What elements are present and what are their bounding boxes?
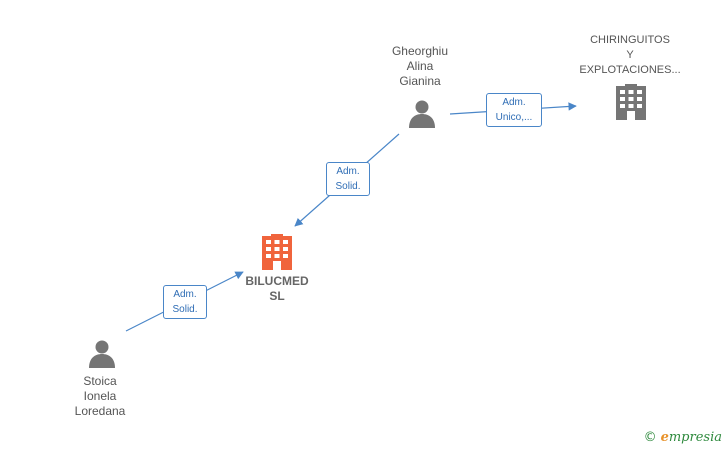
watermark-initial: e [660, 430, 669, 445]
watermark-text: mpresia [668, 430, 722, 445]
name-line: Alina [406, 59, 434, 73]
edge-label-top-to-main[interactable]: Adm. Solid. [326, 162, 370, 196]
building-icon[interactable] [616, 84, 646, 120]
company-name-bilucmed[interactable]: BILUCMED SL [232, 274, 322, 304]
name-line: Gheorghiu [391, 44, 449, 58]
copyright-icon: © [643, 430, 657, 445]
person-icon[interactable] [89, 340, 115, 369]
empresia-watermark: ©empresia [644, 430, 722, 445]
name-line: SL [269, 289, 285, 303]
name-line: BILUCMED [245, 274, 309, 288]
name-line: Gianina [399, 74, 441, 88]
edge-label-line: Adm. [336, 166, 360, 177]
edge-label-top-to-company[interactable]: Adm. Unico,... [486, 93, 542, 127]
edge-label-line: Unico,... [495, 112, 533, 123]
edge-label-line: Adm. [173, 289, 197, 300]
person-name-stoica[interactable]: Stoica Ionela Loredana [54, 374, 146, 419]
name-line: Stoica [83, 374, 117, 388]
name-line: Loredana [74, 404, 126, 418]
name-line: EXPLOTACIONES... [579, 64, 681, 76]
person-name-gheorghiu[interactable]: Gheorghiu Alina Gianina [372, 44, 468, 89]
person-icon[interactable] [409, 100, 435, 129]
company-name-chiringuitos[interactable]: CHIRINGUITOS Y EXPLOTACIONES... [566, 33, 694, 78]
edge-label-line: Solid. [335, 181, 361, 192]
name-line: Ionela [83, 389, 117, 403]
building-icon[interactable] [262, 234, 292, 270]
edge-label-line: Adm. [502, 97, 526, 108]
edge-label-bottom-to-main[interactable]: Adm. Solid. [163, 285, 207, 319]
name-line: CHIRINGUITOS [590, 34, 670, 46]
edge-label-line: Solid. [172, 304, 198, 315]
name-line: Y [626, 49, 634, 61]
